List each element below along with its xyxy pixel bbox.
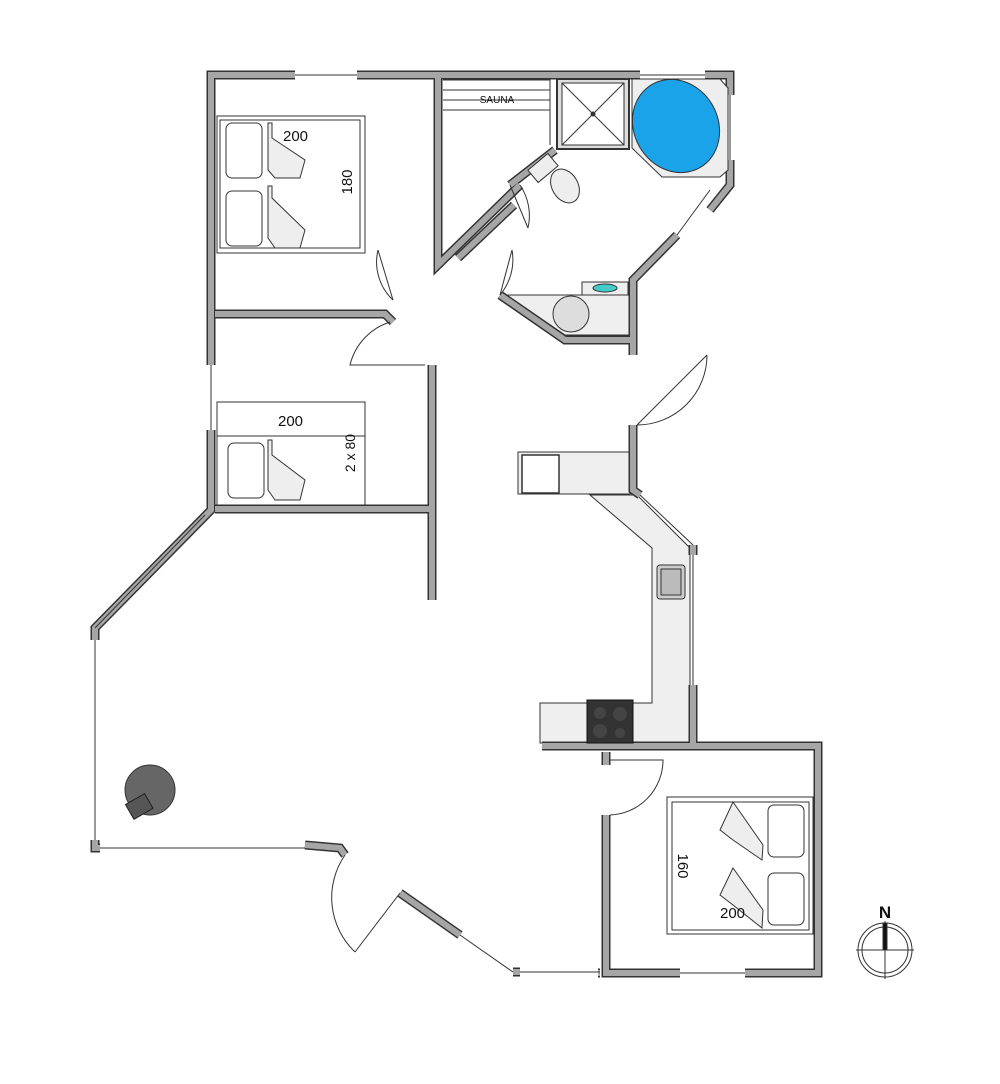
wall — [435, 75, 523, 273]
bed-length-label: 200 — [720, 905, 745, 922]
door-swing[interactable] — [636, 354, 708, 426]
bed-width-label: 180 — [339, 169, 356, 194]
wall — [693, 743, 821, 976]
wall — [630, 425, 642, 498]
wall — [603, 815, 680, 976]
wall — [92, 430, 214, 640]
door-swing[interactable] — [331, 854, 401, 953]
wall — [705, 72, 733, 95]
door-swing[interactable] — [349, 321, 425, 366]
bed-bedroom1 — [216, 115, 366, 254]
kitchen-counter — [503, 294, 691, 744]
stove — [586, 699, 634, 744]
wall — [304, 842, 348, 857]
bed-bedroom2 — [216, 401, 366, 506]
bathroom-sink — [552, 281, 629, 333]
window — [459, 934, 514, 973]
sauna-label: SAUNA — [480, 95, 515, 106]
bed-length-label: 200 — [278, 413, 303, 430]
door-swing[interactable] — [509, 184, 530, 229]
window — [676, 189, 711, 236]
bed-width-label: 160 — [674, 853, 691, 878]
wall — [215, 311, 396, 325]
wall — [398, 890, 462, 938]
kitchen-sink — [656, 564, 686, 600]
door-swing[interactable] — [609, 759, 664, 816]
north-compass-icon — [856, 921, 914, 979]
doors — [331, 184, 708, 953]
toilet — [527, 152, 580, 204]
bed-bedroom3 — [666, 796, 814, 935]
window — [639, 494, 694, 546]
window — [94, 514, 206, 629]
shower — [556, 78, 630, 150]
compass-north-label: N — [879, 903, 891, 922]
wall — [455, 202, 517, 261]
wall — [92, 840, 100, 851]
wall — [208, 72, 295, 365]
spa-bath — [631, 78, 729, 178]
bed-width-label: 2 x 80 — [342, 434, 358, 472]
wood-stove — [124, 764, 176, 820]
wall — [707, 160, 733, 212]
windows — [94, 74, 745, 974]
sauna-bench — [443, 78, 551, 145]
bed-length-label: 200 — [283, 128, 308, 145]
door-swing[interactable] — [499, 249, 514, 296]
walls — [92, 72, 821, 976]
door-swing[interactable] — [376, 249, 394, 301]
